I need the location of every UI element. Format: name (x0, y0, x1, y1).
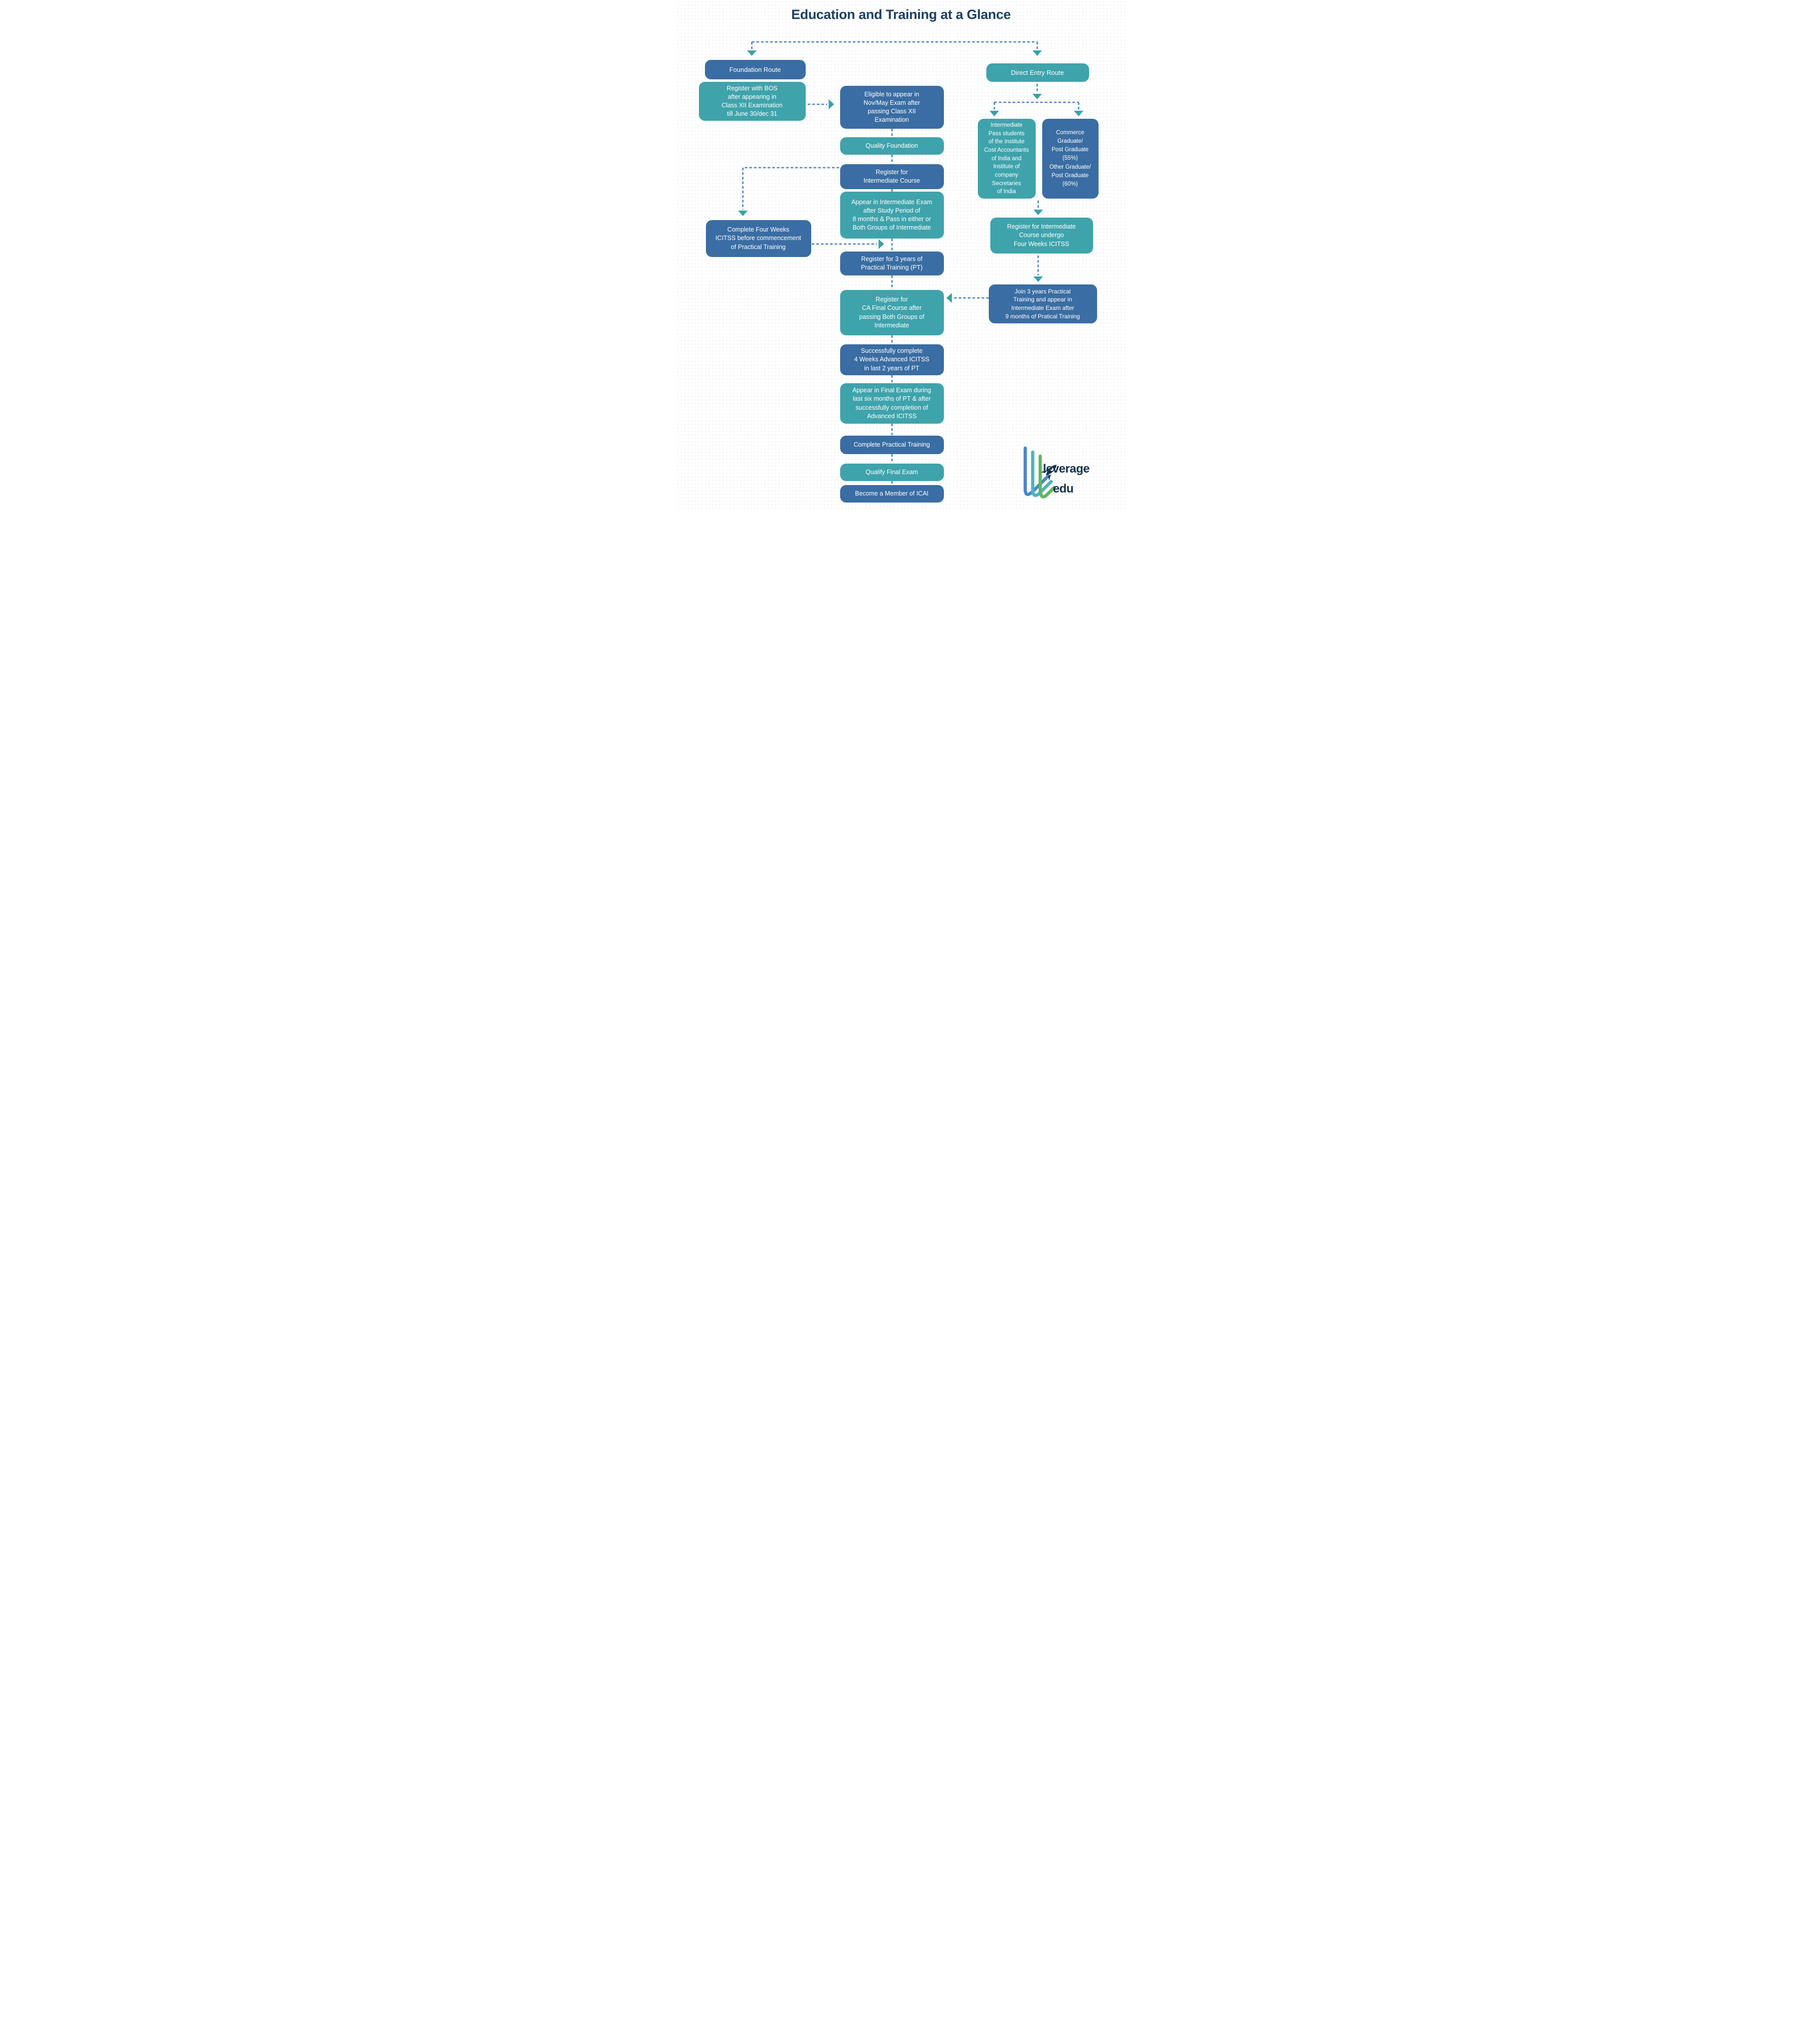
logo-wordmark-edu: edu (1053, 482, 1074, 496)
arrow-down-icon (1032, 94, 1042, 99)
arrow-down-icon (989, 111, 999, 116)
node-join-3-years-practical-training: Join 3 years Practical Training and appe… (988, 284, 1097, 323)
node-commerce-graduate: Commerce Graduate/ Post Graduate (55%) O… (1042, 119, 1099, 199)
node-register-intermediate-course: Register for Intermediate Course (840, 164, 944, 189)
node-register-ca-final: Register for CA Final Course after passi… (840, 290, 944, 335)
rocket-icon (1040, 465, 1057, 481)
arrow-right-icon (828, 99, 834, 109)
arrow-down-icon (1033, 276, 1043, 282)
arrow-down-icon (747, 50, 756, 56)
node-appear-intermediate-exam: Appear in Intermediate Exam after Study … (840, 192, 944, 239)
node-intermediate-pass-students: Intermediate Pass students of the Instit… (977, 119, 1036, 199)
node-qualify-final-exam: Qualify Final Exam (840, 464, 944, 481)
node-register-with-bos: Register with BOS after appearing in Cla… (698, 82, 806, 121)
node-appear-final-exam: Appear in Final Exam during last six mon… (840, 383, 944, 424)
arrow-down-icon (1032, 50, 1042, 56)
node-complete-practical-training: Complete Practical Training (840, 436, 944, 454)
node-complete-four-weeks-icitss: Complete Four Weeks ICITSS before commen… (705, 220, 811, 257)
node-successfully-complete-advanced-icitss: Successfully complete 4 Weeks Advanced I… (840, 344, 944, 375)
node-become-member-icai: Become a Member of ICAI (840, 485, 944, 503)
node-foundation-route: Foundation Route (704, 60, 806, 79)
node-register-3-years-pt: Register for 3 years of Practical Traini… (840, 252, 944, 275)
logo-v-rocket-icon (1023, 446, 1057, 499)
node-direct-entry-route: Direct Entry Route (986, 63, 1089, 82)
leverage-edu-logo: leverage edu (1019, 442, 1124, 510)
arrow-left-icon (946, 293, 952, 303)
arrow-down-icon (1033, 210, 1043, 215)
node-quality-foundation: Quality Foundation (840, 137, 944, 155)
arrow-down-icon (738, 211, 747, 216)
arrow-right-icon (878, 239, 884, 249)
infographic-canvas: Education and Training at a Glance (676, 0, 1126, 511)
node-register-intermediate-undergo-icitss: Register for Intermediate Course undergo… (990, 218, 1093, 254)
page-title: Education and Training at a Glance (791, 7, 1011, 22)
logo-wordmark-leverage: leverage (1043, 462, 1090, 476)
node-eligible-to-appear: Eligible to appear in Nov/May Exam after… (840, 86, 944, 129)
arrow-down-icon (1074, 111, 1083, 116)
